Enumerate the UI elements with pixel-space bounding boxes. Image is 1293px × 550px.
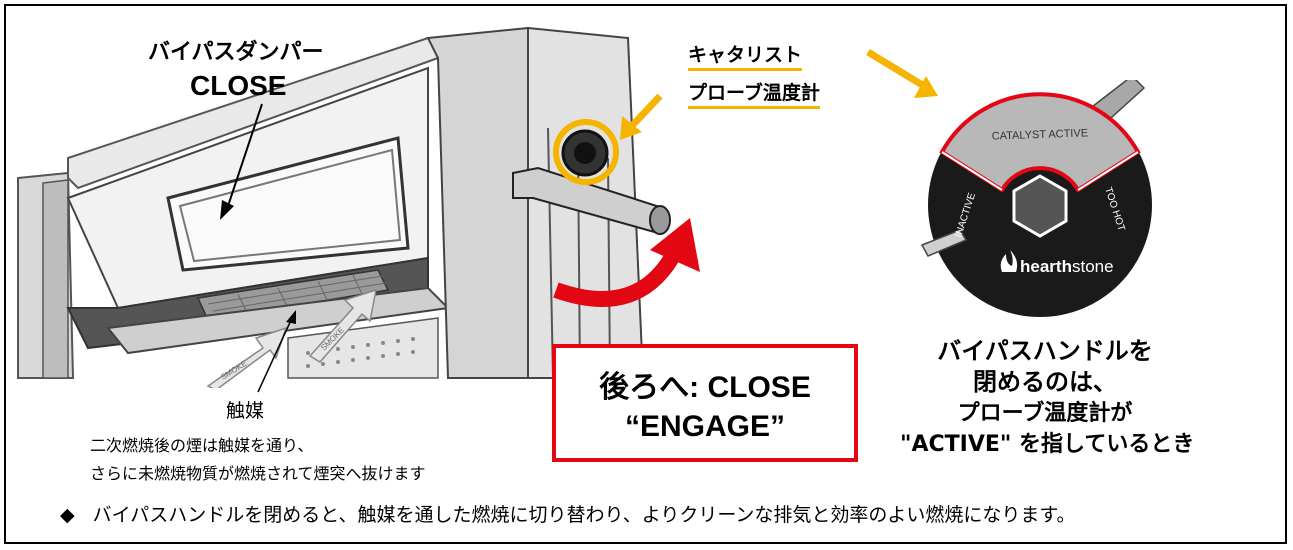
probe-arrow (627, 93, 663, 131)
catalyst-probe-gauge: CATALYST ACTIVE INACTIVE TOO HOT hearths… (920, 80, 1152, 317)
note-line4: "ACTIVE" を指しているとき (900, 432, 1195, 457)
footer-note: ◆ バイパスハンドルを閉めると、触媒を通した燃焼に切り替わり、よりクリーンな排気と… (60, 500, 1076, 527)
probe-highlight-ring (553, 119, 619, 185)
smoke-description-line2: さらに未燃焼物質が燃焼されて煙突へ抜けます (90, 464, 426, 483)
engage-direction-arrow (553, 246, 684, 307)
note-line1: バイパスハンドルを (937, 337, 1153, 365)
smoke-description-line1: 二次燃焼後の煙は触媒を通り、 (90, 436, 314, 455)
brand-logo: hearthstone (1020, 257, 1114, 276)
diamond-bullet-icon: ◆ (60, 504, 75, 526)
note-line2: 閉めるのは、 (973, 368, 1117, 396)
damper-title: バイパスダンパー (148, 40, 324, 65)
brand-bold: hearth (1020, 257, 1072, 276)
gauge-arrow (866, 49, 926, 89)
damper-state: CLOSE (190, 70, 287, 101)
stove-illustration: SMOKE SMOKE (17, 26, 671, 388)
damper-pointer (225, 103, 263, 213)
handle-timing-note: バイパスハンドルを 閉めるのは、 プローブ温度計が "ACTIVE" を指してい… (900, 336, 1195, 460)
probe-label-line2: プローブ温度計 (688, 78, 820, 109)
gauge-label-active: CATALYST ACTIVE (992, 127, 1089, 142)
catalyst-pointer (257, 317, 293, 393)
engage-line2: “ENGAGE” (624, 410, 786, 443)
brand-light: stone (1072, 257, 1114, 276)
gauge-needle (920, 229, 968, 257)
hex-knob-icon (1012, 174, 1068, 238)
note-line3: プローブ温度計が (957, 401, 1133, 426)
gauge-segment-active (939, 92, 1141, 193)
footer-text: バイパスハンドルを閉めると、触媒を通した燃焼に切り替わり、よりクリーンな排気と効… (92, 504, 1076, 526)
engage-line1: 後ろへ: CLOSE (599, 371, 811, 404)
engage-callout-box: 後ろへ: CLOSE “ENGAGE” (552, 344, 858, 462)
probe-label-line1: キャタリスト (688, 40, 803, 71)
catalyst-label: 触媒 (226, 400, 265, 422)
smoke-arrow-right: SMOKE (308, 288, 377, 363)
flame-logo-icon (1000, 250, 1018, 272)
smoke-description: 二次燃焼後の煙は触媒を通り、 さらに未燃焼物質が燃焼されて煙突へ抜けます (90, 432, 426, 488)
